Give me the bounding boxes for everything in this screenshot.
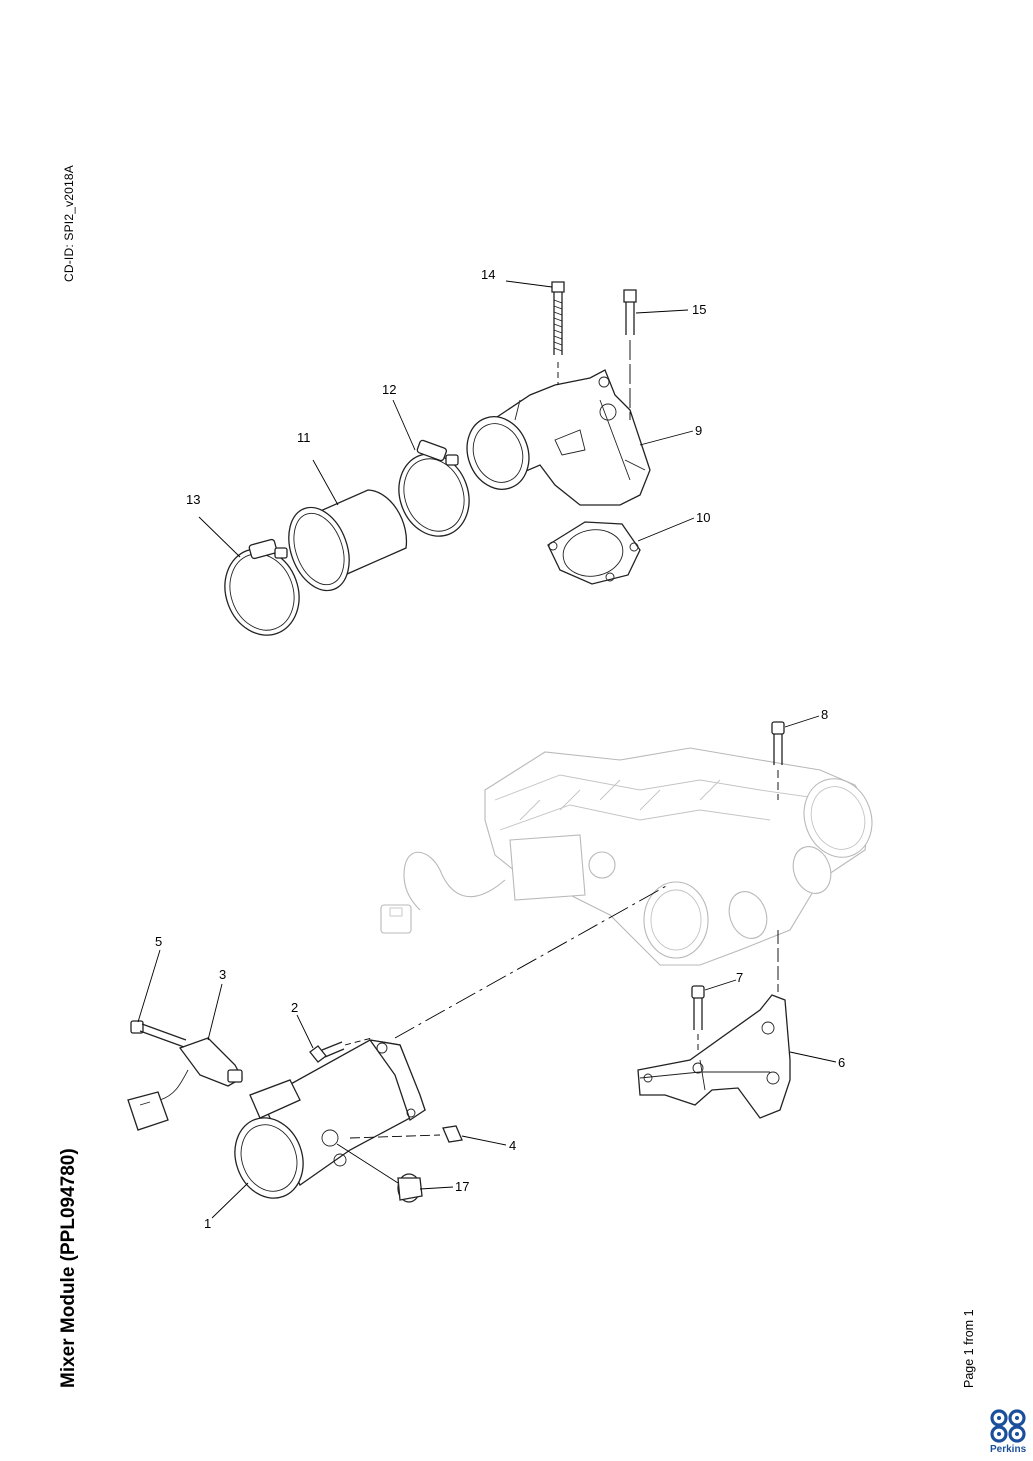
mixer-body-1 bbox=[234, 1039, 426, 1199]
bolt-15 bbox=[623, 289, 637, 420]
callout-12: 12 bbox=[382, 382, 396, 397]
sensor-3 bbox=[127, 1037, 243, 1131]
bolt-14 bbox=[551, 281, 565, 385]
callout-1: 1 bbox=[204, 1216, 211, 1231]
callout-6: 6 bbox=[838, 1055, 845, 1070]
callout-4: 4 bbox=[509, 1138, 516, 1153]
callout-15: 15 bbox=[692, 302, 706, 317]
hose-clamp-12 bbox=[398, 439, 470, 537]
callout-9: 9 bbox=[695, 423, 702, 438]
brand-name: Perkins bbox=[990, 1444, 1027, 1455]
bolt-5 bbox=[130, 1020, 187, 1048]
bolt-8 bbox=[771, 721, 785, 992]
callout-7: 7 bbox=[736, 970, 743, 985]
gasket-10 bbox=[547, 521, 641, 585]
perkins-logo-icon bbox=[990, 1409, 1026, 1443]
screw-2 bbox=[309, 1037, 373, 1063]
callout-11: 11 bbox=[297, 430, 311, 445]
elbow-housing-9 bbox=[466, 369, 651, 506]
callout-10: 10 bbox=[696, 510, 710, 525]
callout-17: 17 bbox=[455, 1179, 469, 1194]
hose-clamp-13 bbox=[224, 538, 300, 636]
intake-manifold-reference bbox=[380, 747, 873, 966]
callout-5: 5 bbox=[155, 934, 162, 949]
hose-sleeve-11 bbox=[288, 489, 408, 592]
cap-17 bbox=[397, 1173, 423, 1203]
callout-14: 14 bbox=[481, 267, 495, 282]
callout-13: 13 bbox=[186, 492, 200, 507]
plug-4 bbox=[349, 1125, 463, 1143]
callout-8: 8 bbox=[821, 707, 828, 722]
callout-2: 2 bbox=[291, 1000, 298, 1015]
bracket-6 bbox=[637, 994, 791, 1119]
callout-3: 3 bbox=[219, 967, 226, 982]
bolt-7 bbox=[691, 985, 705, 1060]
